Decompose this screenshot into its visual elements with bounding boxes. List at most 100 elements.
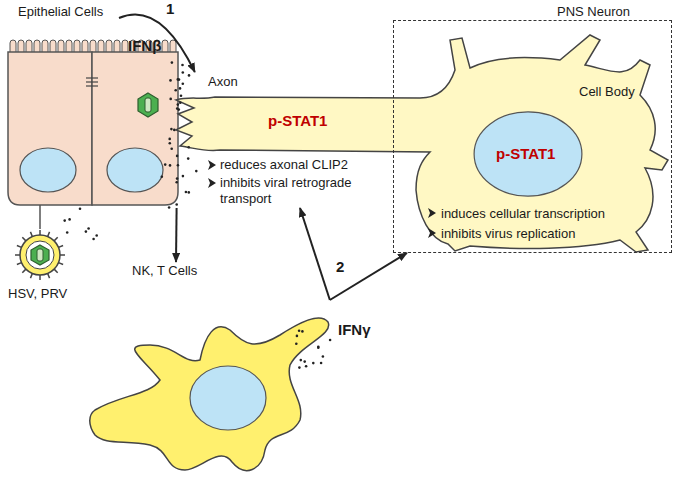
dot	[63, 219, 66, 222]
node-text: Axon	[208, 74, 238, 90]
dot	[320, 362, 323, 365]
dot	[174, 89, 177, 92]
spike	[30, 232, 32, 237]
dot	[188, 191, 191, 194]
dot	[169, 98, 172, 101]
dot	[179, 87, 182, 90]
dot	[185, 191, 188, 194]
dot	[305, 365, 308, 368]
dot	[298, 366, 301, 369]
dot	[66, 231, 69, 234]
dot	[170, 128, 173, 131]
neuron-nucleus: p-STAT1	[473, 111, 583, 197]
dot	[317, 346, 320, 349]
epithelial-cell	[8, 52, 92, 205]
nucleus	[20, 148, 76, 192]
virion	[20, 235, 60, 275]
arrow	[175, 208, 178, 262]
dot	[195, 170, 198, 173]
neuron-box: PNS NeuronCell Bodyinduces cellular tran…	[393, 20, 672, 253]
dot	[187, 146, 190, 149]
neuron	[176, 35, 668, 252]
spike	[17, 245, 22, 247]
nucleus	[107, 148, 163, 192]
nucleus	[190, 366, 266, 430]
dot	[177, 164, 180, 167]
dot	[296, 335, 299, 338]
immune-target: NK, T Cells	[130, 262, 222, 280]
node-text: PNS Neuron	[557, 4, 630, 20]
dot	[177, 103, 180, 106]
dot	[169, 164, 172, 167]
dot	[303, 360, 306, 363]
dot	[179, 102, 182, 105]
edge-label: IFNβ	[128, 38, 161, 54]
arrow	[300, 208, 330, 300]
dot	[169, 142, 172, 145]
spike	[54, 237, 58, 241]
dot	[176, 155, 179, 158]
capsid	[138, 93, 158, 117]
virus-stem	[39, 205, 41, 229]
node-text: HSV, PRV	[8, 286, 67, 302]
dot	[312, 362, 315, 365]
dot	[176, 177, 179, 180]
node-text: induces cellular transcription	[441, 206, 605, 222]
node-text: inhibits virus replication	[441, 226, 575, 242]
spike	[58, 245, 63, 247]
tight-junction	[86, 78, 98, 86]
node-text: p-STAT1	[496, 146, 555, 162]
virion-tegument	[26, 241, 54, 269]
dot	[177, 78, 180, 81]
dot	[175, 203, 178, 206]
dot	[171, 61, 174, 64]
dot	[87, 227, 90, 230]
dot	[176, 107, 179, 110]
dot	[180, 95, 183, 98]
dot	[182, 71, 185, 74]
dot	[168, 206, 171, 209]
dot	[79, 208, 82, 211]
dot	[95, 234, 98, 237]
node-text: IFNγ	[338, 322, 371, 338]
dot	[170, 147, 173, 150]
arrow	[119, 14, 195, 72]
node-text: Epithelial Cells	[18, 4, 103, 20]
dot	[168, 138, 171, 141]
dot	[181, 64, 184, 67]
dot	[164, 163, 167, 166]
dot	[187, 157, 190, 160]
capsid	[31, 245, 49, 265]
dot	[175, 181, 178, 184]
dot	[322, 355, 325, 358]
dot	[300, 359, 303, 362]
dot	[161, 176, 164, 179]
arrow	[330, 253, 407, 300]
virus: HSV, PRV	[6, 226, 78, 306]
dot	[317, 347, 320, 350]
dot	[329, 339, 332, 342]
spike	[48, 232, 50, 237]
node-text: Cell Body	[579, 84, 635, 100]
node-text: NK, T Cells	[132, 263, 197, 279]
spike	[30, 273, 32, 278]
epithelial-cell	[92, 52, 178, 205]
dot	[298, 330, 301, 333]
callout-number: 2	[336, 259, 344, 275]
dot	[169, 79, 172, 82]
dot	[68, 218, 71, 221]
node-text: p-STAT1	[268, 113, 327, 129]
virus-spikes	[15, 230, 65, 280]
node-text: inhibits viral retrograde transport	[220, 175, 385, 207]
spike	[22, 237, 26, 241]
node-text: reduces axonal CLIP2	[220, 157, 348, 173]
dot	[182, 175, 185, 178]
dot	[182, 83, 185, 86]
immune-cell: IFNγ	[88, 300, 378, 478]
dot	[301, 330, 304, 333]
dot	[85, 230, 88, 233]
axon: Axon p-STAT1 reduces axonal CLIP2 inhibits …	[180, 72, 392, 208]
dot	[173, 129, 176, 132]
